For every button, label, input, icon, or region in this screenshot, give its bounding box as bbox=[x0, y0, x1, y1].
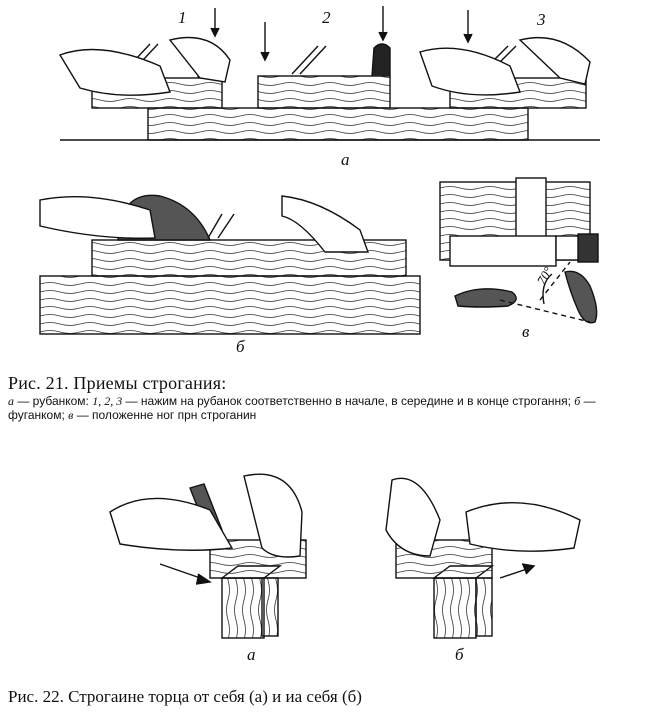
label-3: 3 bbox=[537, 10, 546, 29]
caption-rest3: — положенне ног прн строганин bbox=[73, 408, 257, 422]
plane-2 bbox=[257, 6, 391, 109]
plane-3 bbox=[419, 10, 591, 109]
fig22-caption: Рис. 22. Строгаине торца от себя (а) и и… bbox=[8, 687, 362, 706]
caption-rest1: — нажим на рубанок соответственно в нача… bbox=[122, 394, 575, 408]
caption-nums: 1, 2, 3 bbox=[92, 394, 123, 408]
fig22b-drawing bbox=[385, 477, 581, 639]
fig21-caption-title: Рис. 21. Приемы строгания: bbox=[8, 373, 227, 393]
fig21a-drawing bbox=[58, 6, 600, 141]
fig22-label-a: а bbox=[247, 645, 256, 664]
caption-a-letter: а bbox=[8, 394, 14, 408]
label-v: в bbox=[522, 322, 530, 341]
fig22-label-b: б bbox=[455, 645, 464, 664]
fig21-caption-body: а — рубанком: 1, 2, 3 — нажим на рубанок… bbox=[8, 394, 644, 422]
label-1: 1 bbox=[178, 8, 187, 27]
fig22a-drawing bbox=[109, 473, 307, 639]
label-2: 2 bbox=[322, 8, 331, 27]
label-b: б bbox=[236, 337, 245, 356]
fig21v-drawing bbox=[439, 177, 599, 324]
caption-b-letter: б bbox=[574, 394, 581, 408]
caption-rest2: — фуганком; bbox=[8, 394, 596, 422]
label-a: а bbox=[341, 150, 350, 169]
caption-v-letter: в bbox=[68, 408, 74, 422]
fig21b-drawing bbox=[39, 194, 421, 335]
caption-a-text: — рубанком: bbox=[14, 394, 93, 408]
plane-1 bbox=[58, 8, 231, 109]
